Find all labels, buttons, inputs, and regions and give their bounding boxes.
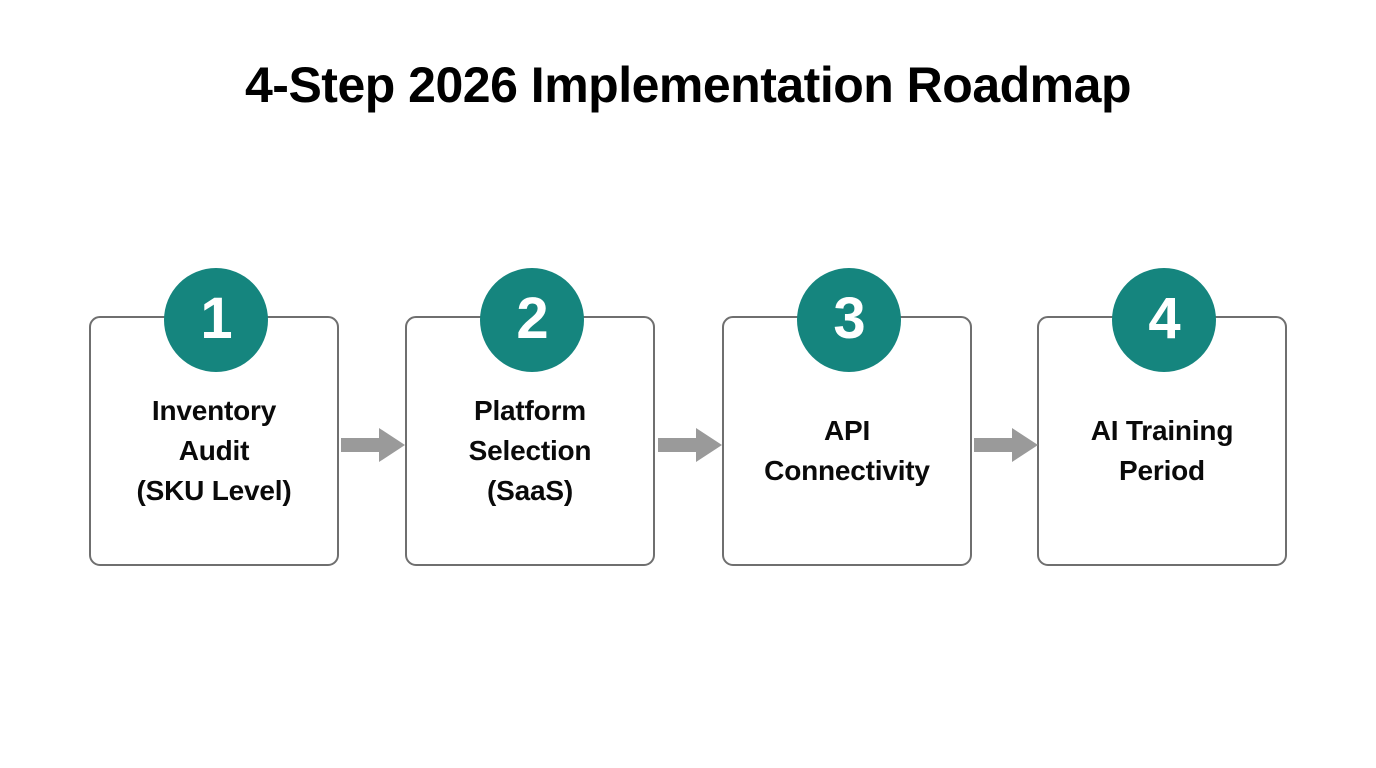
step-4-badge: 4 — [1112, 268, 1216, 372]
step-1-badge: 1 — [164, 268, 268, 372]
step-2-number: 2 — [516, 286, 548, 351]
step-3-badge: 3 — [797, 268, 901, 372]
arrow-right-icon-1 — [341, 428, 405, 462]
page-title: 4-Step 2026 Implementation Roadmap — [244, 57, 1132, 113]
step-3[interactable]: API Connectivity 3 — [722, 268, 972, 568]
step-1-label: Inventory Audit (SKU Level) — [136, 395, 292, 506]
step-4-label: AI Training Period — [1090, 415, 1234, 486]
step-3-label: API Connectivity — [764, 415, 930, 486]
arrow-right-icon-3 — [974, 428, 1038, 462]
step-4[interactable]: AI Training Period 4 — [1037, 268, 1287, 568]
step-4-number: 4 — [1148, 286, 1180, 351]
step-2-label: Platform Selection (SaaS) — [468, 395, 592, 506]
steps-row: Inventory Audit (SKU Level) 1 Platform S… — [89, 268, 1287, 568]
step-2-badge: 2 — [480, 268, 584, 372]
step-1[interactable]: Inventory Audit (SKU Level) 1 — [89, 268, 339, 568]
step-2[interactable]: Platform Selection (SaaS) 2 — [405, 268, 655, 568]
step-1-number: 1 — [200, 286, 232, 351]
arrow-right-icon-2 — [658, 428, 722, 462]
step-3-number: 3 — [833, 286, 865, 351]
